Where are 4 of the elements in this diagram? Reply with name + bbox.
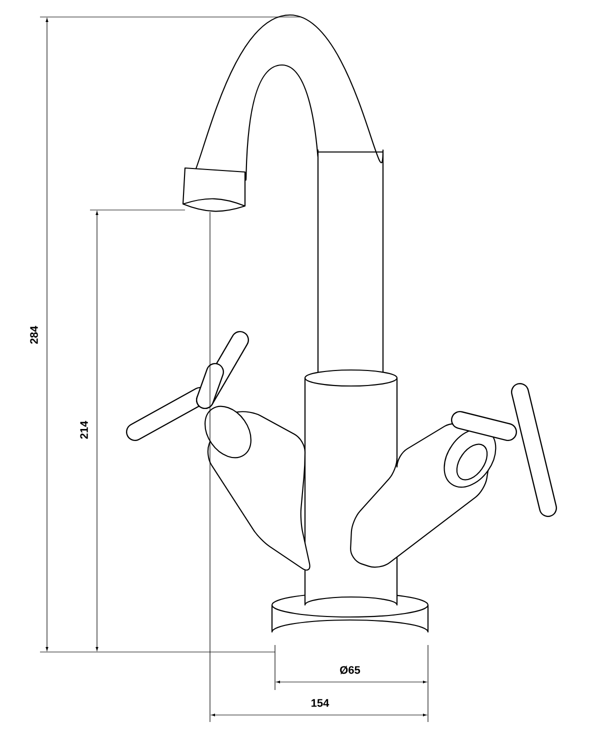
dimension-label: Ø65 xyxy=(340,666,360,674)
dimension-label: 284 xyxy=(30,326,38,344)
dimension-label: 214 xyxy=(80,420,88,439)
dimension-label: 154 xyxy=(312,699,330,707)
